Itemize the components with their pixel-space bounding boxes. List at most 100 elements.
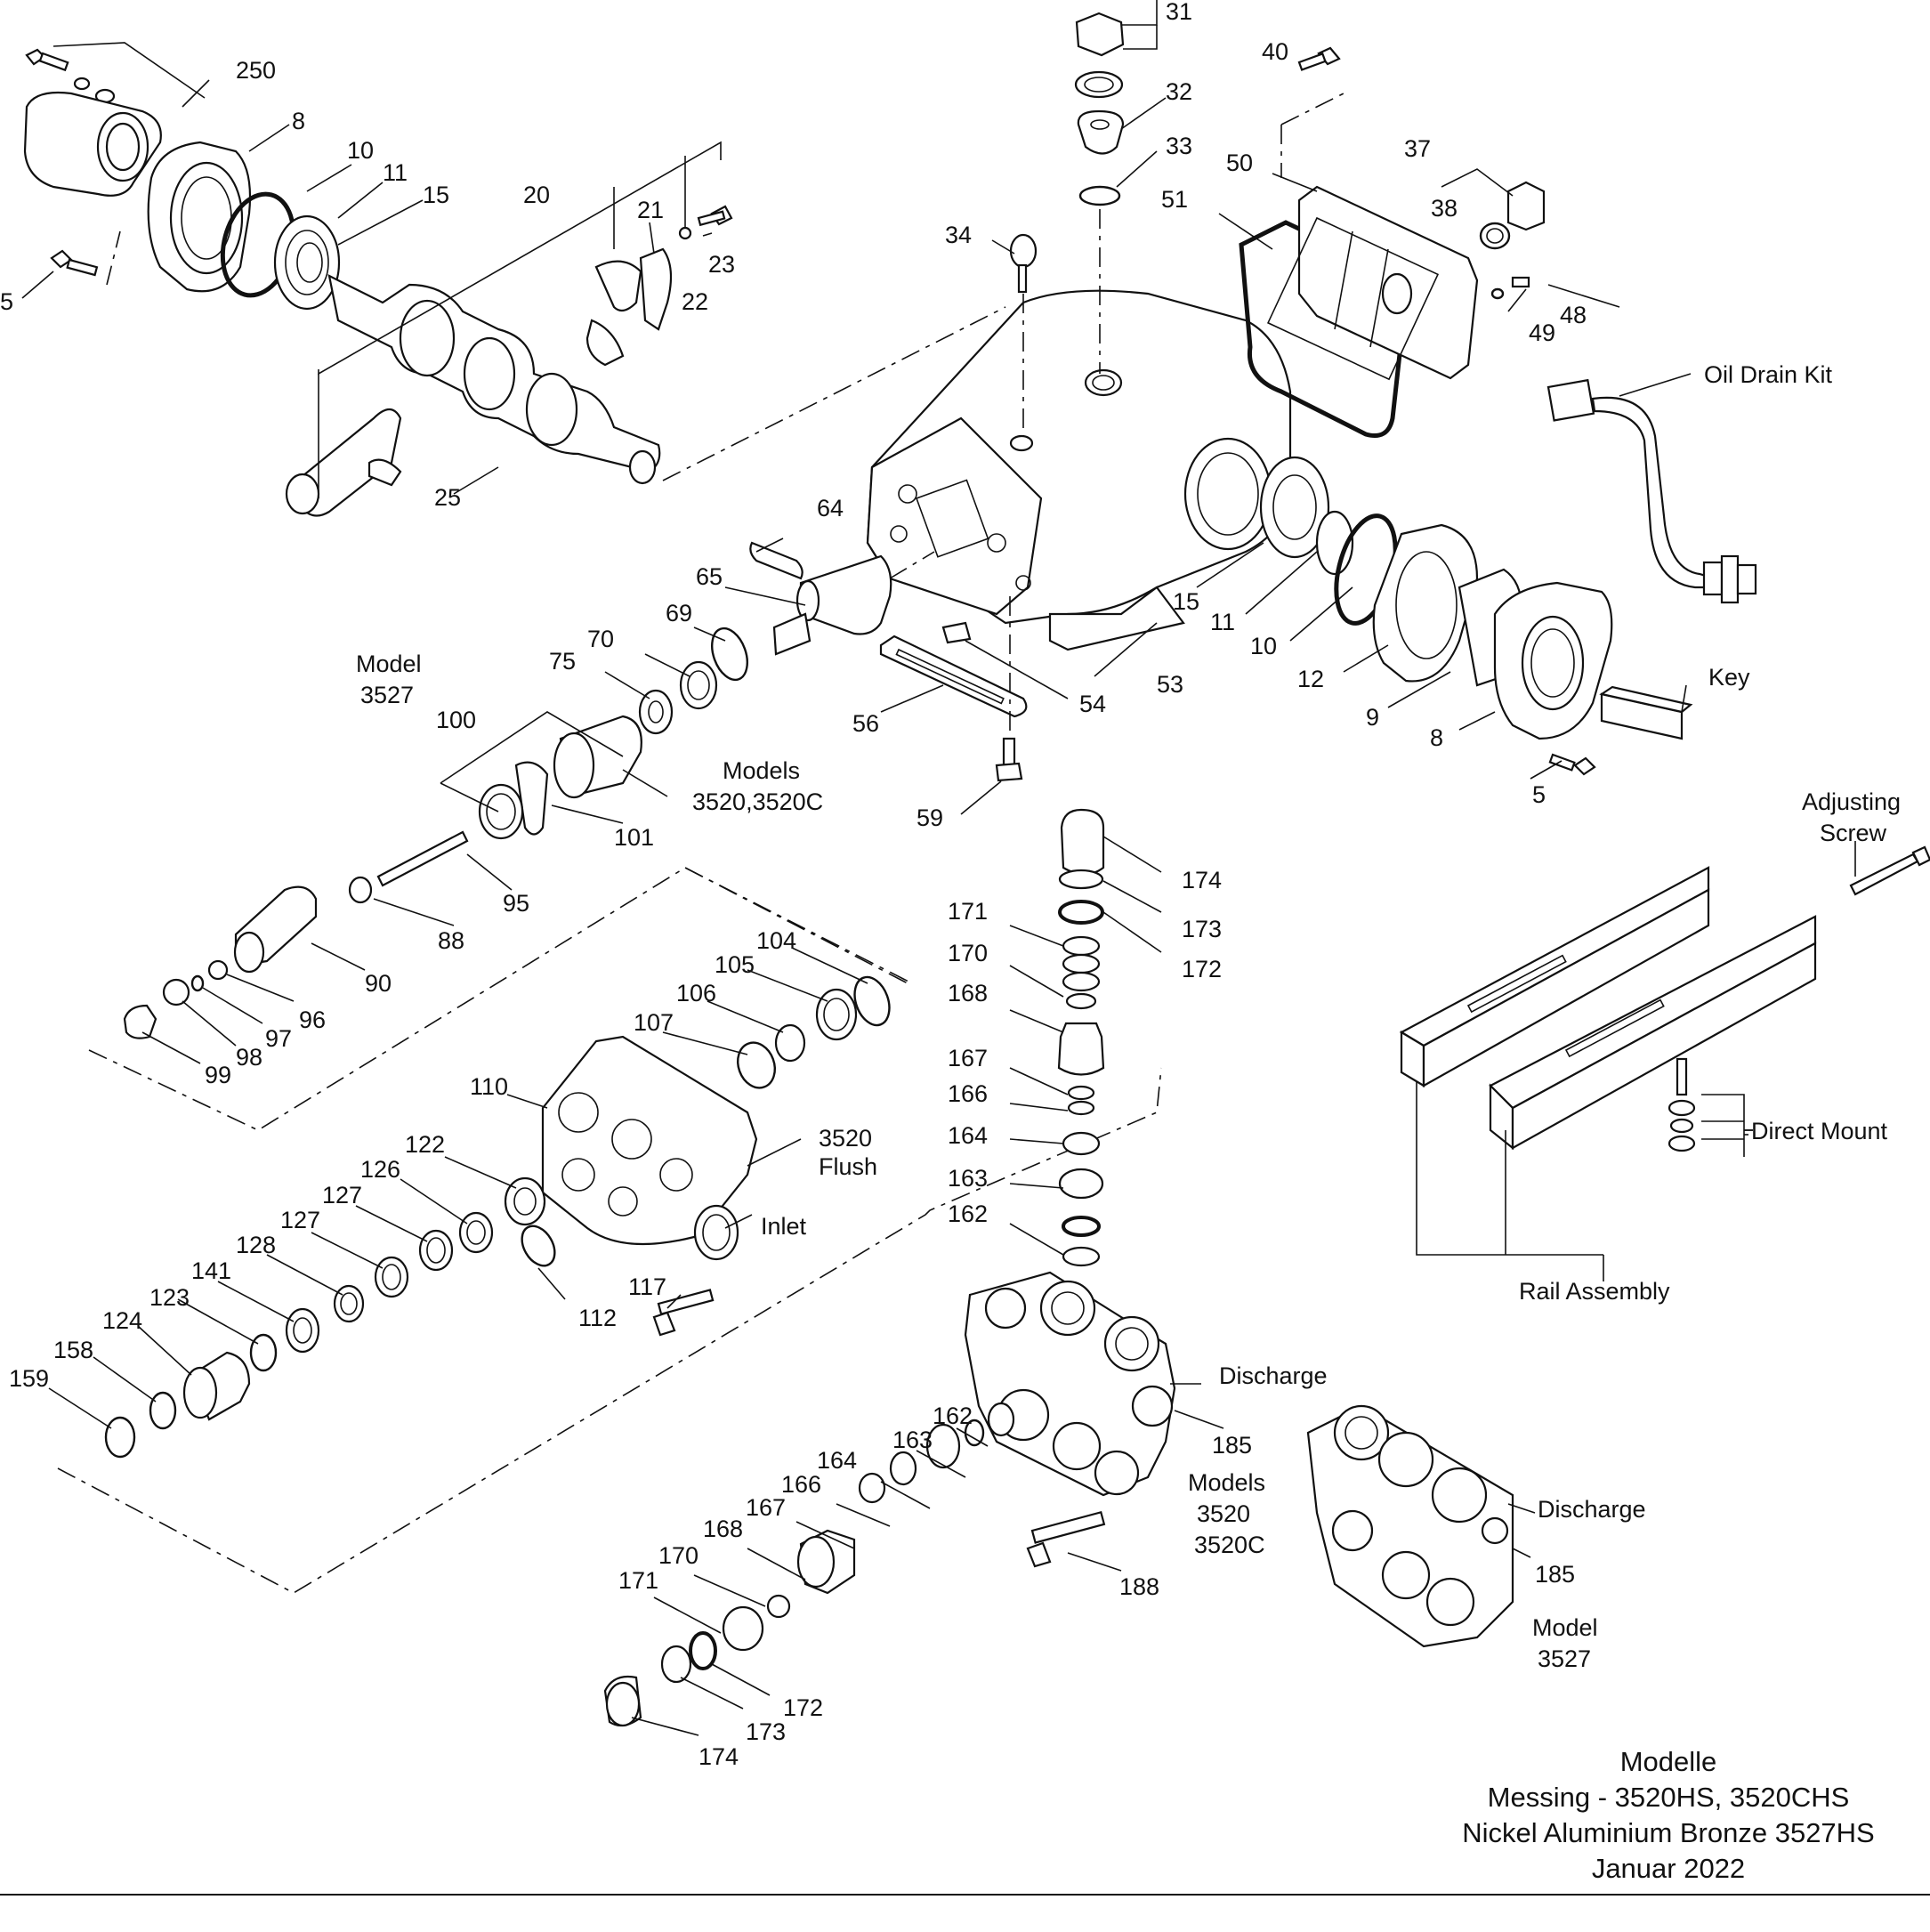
bearing-11 bbox=[273, 214, 341, 311]
callout-22: 22 bbox=[682, 288, 708, 315]
callout-167: 167 bbox=[948, 1045, 988, 1071]
label-models-3520c-c: 3520C bbox=[1194, 1532, 1265, 1558]
callout-124: 124 bbox=[102, 1307, 142, 1334]
callout-38: 38 bbox=[1431, 195, 1458, 222]
label-inlet: Inlet bbox=[761, 1213, 807, 1240]
bearing-group-right bbox=[1259, 456, 1693, 776]
callout-8: 8 bbox=[292, 108, 305, 134]
callout-172: 172 bbox=[1182, 956, 1222, 982]
callout-171: 171 bbox=[948, 898, 988, 925]
valve-stack-upper bbox=[1057, 808, 1105, 1267]
label-models-3520-b: 3520,3520C bbox=[692, 788, 823, 815]
rail-assembly bbox=[1399, 845, 1930, 1281]
callout-168-lower: 168 bbox=[703, 1516, 743, 1542]
callout-250: 250 bbox=[236, 57, 276, 84]
callout-166: 166 bbox=[948, 1080, 988, 1107]
callout-50: 50 bbox=[1226, 150, 1253, 176]
crankshaft-25 bbox=[327, 274, 661, 485]
callout-5: 5 bbox=[0, 288, 13, 315]
callout-64: 64 bbox=[817, 495, 844, 521]
callout-49: 49 bbox=[1529, 319, 1555, 346]
callout-51: 51 bbox=[1161, 186, 1188, 213]
callout-8-right: 8 bbox=[1430, 724, 1443, 751]
crankcase-lower-parts bbox=[879, 551, 1028, 782]
manifold-upper bbox=[521, 975, 891, 1267]
callout-70: 70 bbox=[587, 626, 614, 652]
callout-48: 48 bbox=[1560, 302, 1587, 328]
callout-174-lower: 174 bbox=[699, 1743, 739, 1770]
oil-drain-kit bbox=[1546, 373, 1757, 604]
callout-101: 101 bbox=[614, 824, 654, 851]
callout-90: 90 bbox=[365, 970, 392, 997]
manifold-3527 bbox=[1306, 1404, 1514, 1648]
callout-107: 107 bbox=[634, 1009, 674, 1036]
callout-99: 99 bbox=[205, 1062, 231, 1088]
callout-185-3527: 185 bbox=[1535, 1561, 1575, 1588]
callout-172-lower: 172 bbox=[783, 1694, 823, 1721]
oil-plug-group bbox=[1441, 168, 1546, 300]
label-direct-mount: Direct Mount bbox=[1751, 1118, 1888, 1144]
rear-cover-50 bbox=[1239, 46, 1479, 438]
callout-105: 105 bbox=[715, 951, 755, 978]
callout-54: 54 bbox=[1079, 691, 1106, 717]
callout-123: 123 bbox=[149, 1284, 190, 1311]
callout-53: 53 bbox=[1157, 671, 1183, 698]
callout-65: 65 bbox=[696, 563, 723, 590]
rod-cap-21 bbox=[585, 205, 733, 367]
label-oil-drain-kit: Oil Drain Kit bbox=[1704, 361, 1833, 388]
connecting-rod bbox=[285, 408, 402, 517]
callout-164: 164 bbox=[948, 1122, 988, 1149]
callout-10-right: 10 bbox=[1250, 633, 1277, 659]
callout-126: 126 bbox=[360, 1156, 400, 1183]
callout-104: 104 bbox=[756, 927, 796, 954]
bottom-rule bbox=[0, 1894, 1930, 1896]
callout-173-lower: 173 bbox=[746, 1718, 786, 1745]
crankshaft-group bbox=[23, 42, 1006, 517]
callout-158: 158 bbox=[53, 1337, 93, 1363]
label-models-3520-a: Models bbox=[723, 757, 800, 784]
callout-170: 170 bbox=[948, 940, 988, 966]
label-model-3527-d: 3527 bbox=[1538, 1645, 1591, 1672]
callout-127: 127 bbox=[322, 1182, 362, 1209]
crankcase-53 bbox=[866, 289, 1292, 651]
text-labels: Oil Drain Kit Key Adjusting Screw Direct… bbox=[356, 361, 1901, 1672]
callout-106: 106 bbox=[676, 980, 716, 1006]
part-number-labels: 250 8 10 11 15 20 21 22 23 5 25 31 32 33… bbox=[0, 0, 1587, 1770]
callout-168: 168 bbox=[948, 980, 988, 1006]
oil-fill-cap-group bbox=[1074, 0, 1158, 374]
callout-21: 21 bbox=[637, 197, 664, 223]
callout-128: 128 bbox=[236, 1232, 276, 1258]
discharge-manifold-3520 bbox=[964, 1271, 1176, 1568]
callout-127-b: 127 bbox=[280, 1207, 320, 1233]
callout-11-right: 11 bbox=[1210, 609, 1235, 635]
callout-162: 162 bbox=[948, 1200, 988, 1227]
callout-23: 23 bbox=[708, 251, 735, 278]
callout-11: 11 bbox=[383, 159, 408, 186]
label-discharge-3527: Discharge bbox=[1538, 1496, 1646, 1523]
label-3520-flush-a: 3520 bbox=[819, 1125, 872, 1152]
plunger-stud-group bbox=[88, 830, 913, 1131]
callout-56: 56 bbox=[852, 710, 879, 737]
label-model-3527-a: Model bbox=[356, 651, 422, 677]
callout-33: 33 bbox=[1166, 133, 1192, 159]
callout-75: 75 bbox=[549, 648, 576, 675]
label-adjusting-screw-1: Adjusting bbox=[1802, 788, 1901, 815]
bolt-5 bbox=[50, 249, 99, 277]
bolt-part bbox=[25, 42, 206, 104]
callout-112: 112 bbox=[578, 1305, 617, 1331]
callout-174: 174 bbox=[1182, 867, 1222, 893]
label-model-3527-b: 3527 bbox=[360, 682, 414, 708]
callout-141: 141 bbox=[191, 1257, 231, 1284]
callout-12: 12 bbox=[1297, 666, 1324, 692]
callout-59: 59 bbox=[917, 804, 943, 831]
callout-15: 15 bbox=[423, 182, 449, 208]
label-discharge: Discharge bbox=[1219, 1362, 1328, 1389]
callout-34: 34 bbox=[945, 222, 972, 248]
callout-40: 40 bbox=[1262, 38, 1288, 65]
callout-162-lower: 162 bbox=[933, 1403, 973, 1429]
callout-159: 159 bbox=[9, 1365, 49, 1392]
callout-117: 117 bbox=[628, 1273, 666, 1300]
callout-96: 96 bbox=[299, 1006, 326, 1033]
label-model-3527-c: Model bbox=[1532, 1614, 1598, 1641]
